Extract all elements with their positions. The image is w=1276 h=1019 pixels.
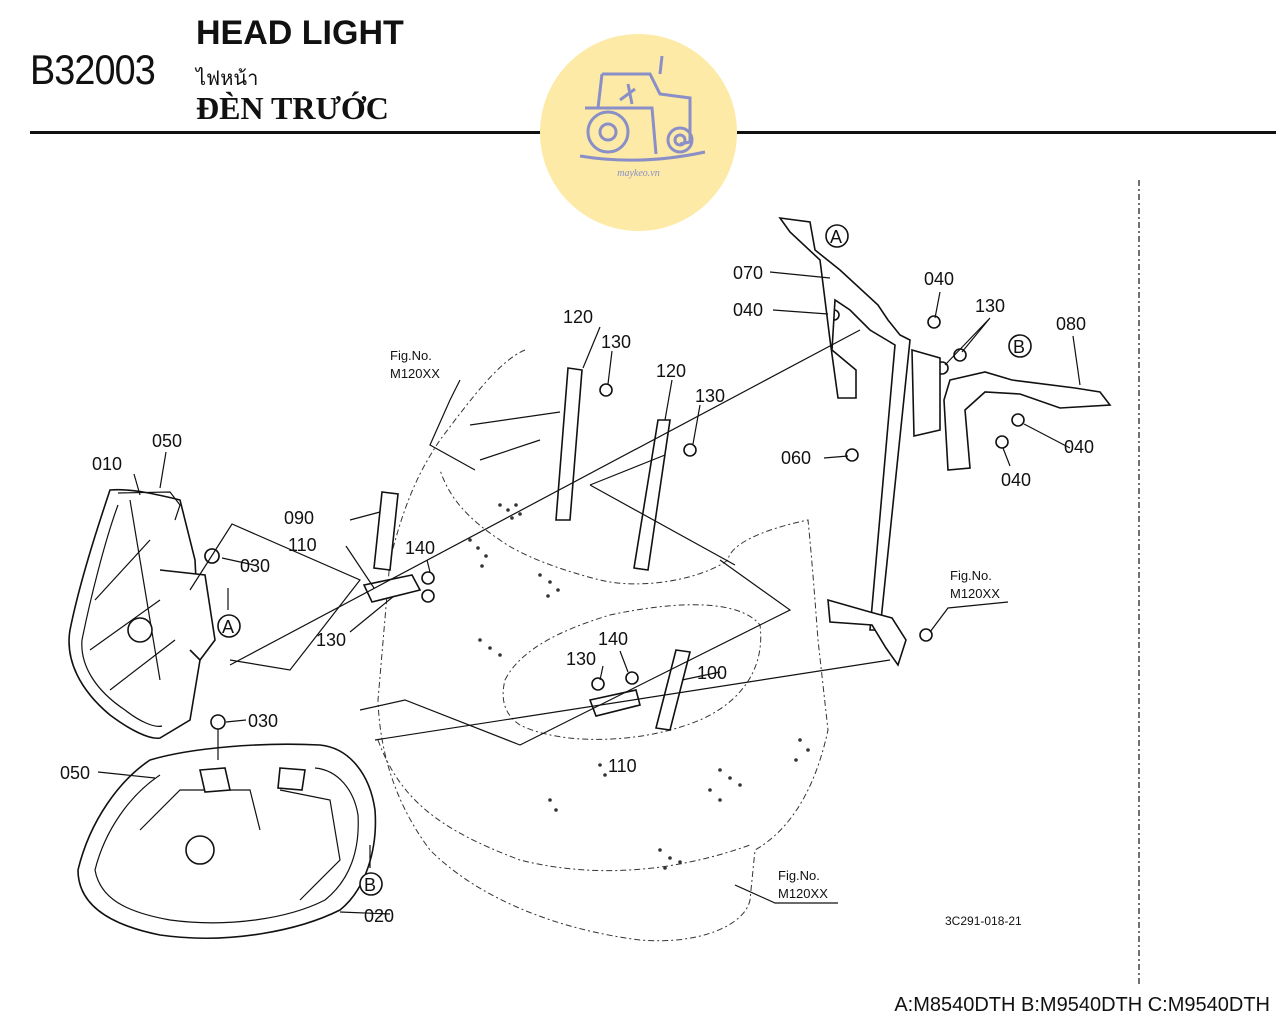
part-label: 020 [364,906,394,926]
part-label: 030 [240,556,270,576]
part-label: 010 [92,454,122,474]
ref-mark-b: B [1008,334,1032,358]
bracket-110-upper [362,574,422,603]
title-thai: ไฟหน้า [196,66,259,90]
fig-ref-2: Fig.No. M120XX [950,568,1000,601]
ref-mark-a: A [217,614,241,638]
part-label: 130 [601,332,631,352]
fig-ref-code: M120XX [950,586,1000,601]
part-number-labels: 010 050 030 030 050 020 090 110 140 130 … [60,263,1094,926]
part-label: 140 [598,629,628,649]
svg-text:A: A [222,617,234,637]
svg-text:B: B [364,875,376,895]
part-label: 070 [733,263,763,283]
headlight-assembly-lower [77,743,377,939]
hood-panel [377,349,829,942]
fig-ref-title: Fig.No. [390,348,432,363]
part-label: 040 [1001,470,1031,490]
plate-bracket [911,348,941,438]
part-label: 110 [608,756,637,776]
headlight-assembly-upper [68,488,220,740]
svg-text:A: A [830,227,842,247]
part-label: 130 [316,630,346,650]
bracket-090 [373,491,399,571]
part-label: 040 [1064,437,1094,457]
bracket-100 [655,649,691,731]
part-label: 140 [405,538,435,558]
part-label: 050 [60,763,90,783]
title-english: HEAD LIGHT [196,14,404,52]
part-label: 110 [288,535,317,555]
title-vietnamese: ĐÈN TRƯỚC [196,90,389,126]
bracket-120-left [555,367,583,521]
catalog-code: B32003 [30,46,156,93]
part-label: 130 [975,296,1005,316]
part-label: 040 [733,300,763,320]
drawing-code: 3C291-018-21 [945,914,1022,928]
part-label: 120 [563,307,593,327]
part-label: 100 [697,663,727,683]
ref-mark-b: B [359,872,383,896]
part-label: 120 [656,361,686,381]
fig-ref-3: Fig.No. M120XX [778,868,828,901]
tractor-icon [579,55,706,162]
part-label: 090 [284,508,314,528]
stay-080 [943,371,1112,471]
part-label: 080 [1056,314,1086,334]
part-label: 130 [566,649,596,669]
bracket-120-right [633,419,671,571]
fig-ref-title: Fig.No. [778,868,820,883]
fig-ref-code: M120XX [778,886,828,901]
svg-text:B: B [1013,337,1025,357]
fig-ref-1: Fig.No. M120XX [390,348,440,381]
part-label: 030 [248,711,278,731]
fig-ref-code: M120XX [390,366,440,381]
model-applicability-footer: A:M8540DTH B:M9540DTH C:M9540DTH [894,994,1270,1016]
ref-mark-a: A [825,224,849,248]
stay-070 [778,216,911,631]
logo-text: maykeo.vn [617,168,660,179]
fig-ref-title: Fig.No. [950,568,992,583]
part-label: 050 [152,431,182,451]
part-label: 130 [695,386,725,406]
part-label: 040 [924,269,954,289]
watermark-logo: maykeo.vn [540,34,737,231]
part-label: 060 [781,448,811,468]
stay-060 [827,598,907,667]
leader-lines [97,271,1081,915]
